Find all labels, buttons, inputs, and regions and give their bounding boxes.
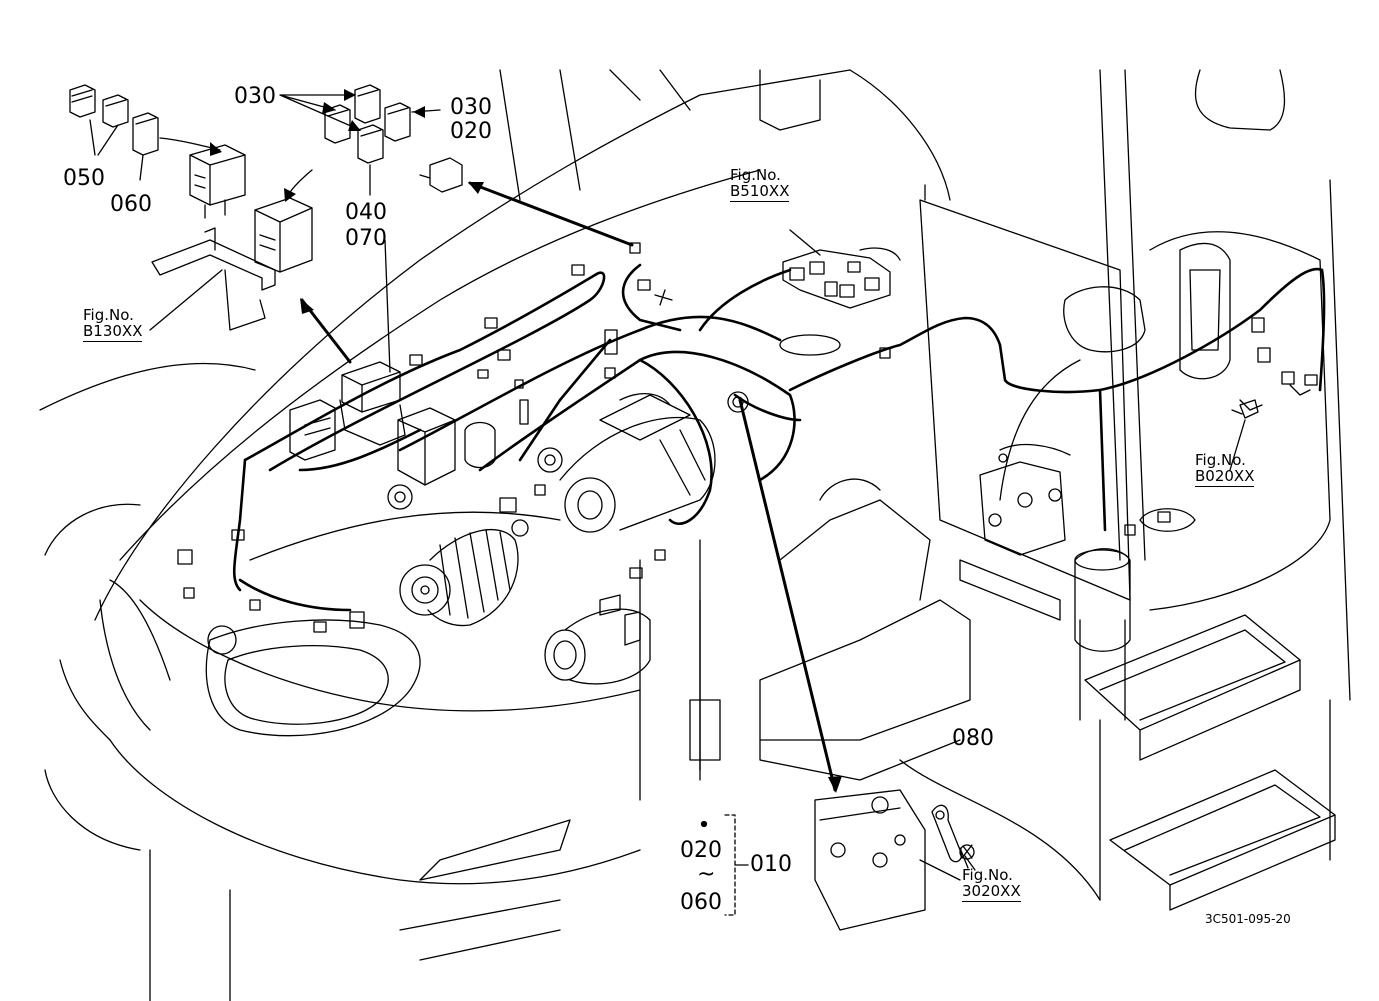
callout-020-top[interactable]: 020 xyxy=(450,119,492,144)
hood-outline xyxy=(39,69,851,1001)
alternator xyxy=(399,519,529,627)
mounting-bracket xyxy=(151,227,276,331)
engine-frame xyxy=(639,478,1101,901)
figure-ref-caption: Fig.No. xyxy=(962,866,1013,884)
cab-steps xyxy=(1084,614,1336,911)
ground-strap xyxy=(931,804,975,869)
range-tilde: ~ xyxy=(697,862,716,887)
figure-ref-number: B020XX xyxy=(1195,466,1255,487)
sensor-b020 xyxy=(1231,399,1259,419)
fuses-050-060 xyxy=(69,84,159,156)
arrow-heads xyxy=(210,89,842,793)
callout-070[interactable]: 070 xyxy=(345,226,387,251)
thick-arrows xyxy=(300,181,837,792)
figure-ref-caption: Fig.No. xyxy=(730,166,781,184)
cab-structure xyxy=(499,69,1351,721)
callout-050[interactable]: 050 xyxy=(63,166,105,191)
connector-cluster-b510 xyxy=(782,247,901,309)
callout-010[interactable]: 010 xyxy=(750,852,792,877)
figure-ref-caption: Fig.No. xyxy=(1195,451,1246,469)
callout-060[interactable]: 060 xyxy=(110,192,152,217)
main-harness xyxy=(232,263,1326,612)
range-bracket xyxy=(700,814,749,916)
ac-compressor xyxy=(544,594,651,685)
callout-030-right[interactable]: 030 xyxy=(450,95,492,120)
figure-ref-caption: Fig.No. xyxy=(83,306,134,324)
relay-box-right xyxy=(254,197,313,273)
figure-ref-3020[interactable]: Fig.No. 3020XX xyxy=(962,866,1021,902)
starter-motor xyxy=(537,393,716,533)
fuses-030-040 xyxy=(324,84,411,164)
figure-ref-b020[interactable]: Fig.No. B020XX xyxy=(1195,451,1255,487)
drawing-number: 3C501-095-20 xyxy=(1205,912,1291,926)
callout-040[interactable]: 040 xyxy=(345,200,387,225)
callout-060-range-end[interactable]: 060 xyxy=(680,890,722,915)
figure-ref-b130[interactable]: Fig.No. B130XX xyxy=(83,306,143,342)
relay-box-left xyxy=(189,144,246,219)
leader-lines xyxy=(89,94,1246,881)
relay-020 xyxy=(419,157,463,193)
relay-fuse-cluster xyxy=(289,361,496,510)
cylinder-head xyxy=(814,789,926,931)
callout-080[interactable]: 080 xyxy=(952,726,994,751)
figure-ref-number: 3020XX xyxy=(962,881,1021,902)
figure-ref-number: B510XX xyxy=(730,181,790,202)
harness-connectors xyxy=(177,242,1318,633)
callout-020-range-start[interactable]: 020 xyxy=(680,838,722,863)
figure-ref-number: B130XX xyxy=(83,321,143,342)
valve-block xyxy=(979,443,1196,556)
figure-ref-b510[interactable]: Fig.No. B510XX xyxy=(730,166,790,202)
callout-030-left[interactable]: 030 xyxy=(234,84,276,109)
